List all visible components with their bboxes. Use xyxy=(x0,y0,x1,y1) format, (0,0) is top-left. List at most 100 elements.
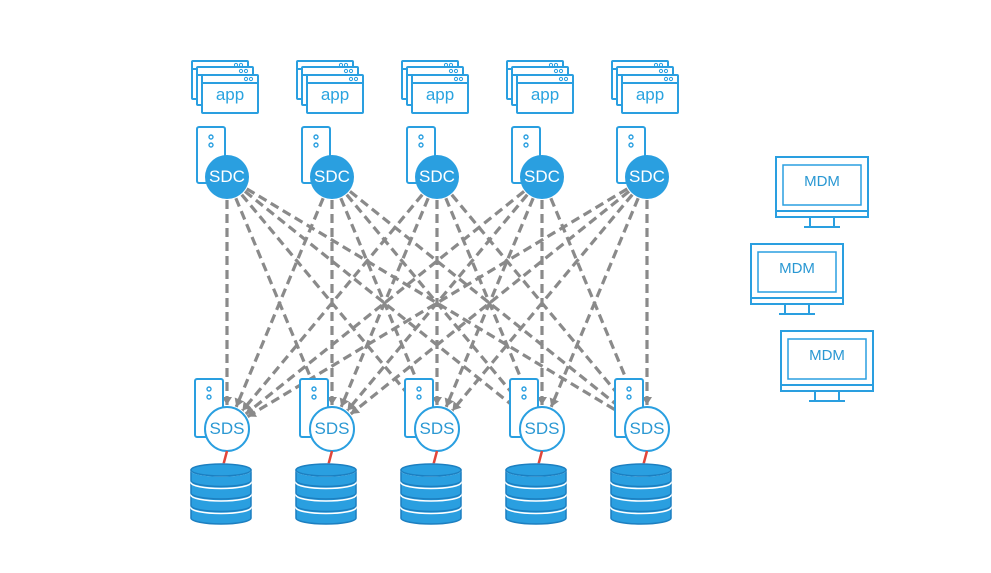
app-window-frame xyxy=(516,74,574,114)
arrowhead xyxy=(444,397,454,407)
arrowhead xyxy=(350,405,361,415)
column-2 xyxy=(295,60,364,525)
window-dot xyxy=(343,68,349,74)
window-dot xyxy=(248,76,254,82)
connection-line xyxy=(349,190,631,416)
window-dot xyxy=(663,68,669,74)
server-led xyxy=(313,134,319,140)
arrowhead xyxy=(339,397,349,407)
disk-top xyxy=(190,463,252,477)
monitor-screen xyxy=(782,164,862,206)
connection-line xyxy=(339,197,430,408)
app-window-frame xyxy=(411,74,469,114)
app-window-frame xyxy=(201,74,259,114)
server-led xyxy=(523,142,529,148)
sds-node-circle xyxy=(309,406,355,452)
server-led xyxy=(311,386,317,392)
storage-disk-icon xyxy=(505,463,567,525)
window-dot xyxy=(458,76,464,82)
mdm-monitor-icon xyxy=(775,156,869,228)
arrowhead xyxy=(549,397,559,407)
connection-line xyxy=(549,197,640,408)
server-led xyxy=(628,134,634,140)
server-led xyxy=(208,142,214,148)
sds-node-circle xyxy=(624,406,670,452)
column-3 xyxy=(400,60,469,525)
window-dot xyxy=(453,68,459,74)
connection-lines xyxy=(222,187,652,419)
window-dot xyxy=(658,68,664,74)
connection-line xyxy=(241,193,424,412)
sdc-node-circle xyxy=(205,155,249,199)
monitor-stand xyxy=(809,216,835,228)
window-dot xyxy=(563,76,569,82)
column-5 xyxy=(610,60,679,525)
sdc-node-circle xyxy=(415,155,459,199)
server-led xyxy=(626,386,632,392)
window-dot xyxy=(243,68,249,74)
sdc-node-circle xyxy=(310,155,354,199)
window-dot xyxy=(448,68,454,74)
arrowhead xyxy=(222,397,232,405)
sds-node-circle xyxy=(519,406,565,452)
connection-line xyxy=(444,197,535,408)
server-led xyxy=(416,394,422,400)
column-4 xyxy=(505,60,574,525)
server-led xyxy=(208,134,214,140)
server-led xyxy=(311,394,317,400)
sdc-node-circle xyxy=(520,155,564,199)
server-led xyxy=(416,386,422,392)
server-led xyxy=(418,134,424,140)
server-led xyxy=(313,142,319,148)
monitor-screen xyxy=(757,251,837,293)
server-led xyxy=(418,142,424,148)
connection-line xyxy=(243,190,525,416)
window-dot xyxy=(348,76,354,82)
storage-disk-icon xyxy=(610,463,672,525)
window-dot xyxy=(663,76,669,82)
window-dot xyxy=(238,68,244,74)
monitor-screen xyxy=(787,338,867,380)
disk-top xyxy=(400,463,462,477)
arrowhead xyxy=(327,397,337,405)
server-led xyxy=(521,394,527,400)
arrowhead xyxy=(432,397,442,405)
window-dot xyxy=(668,76,674,82)
server-led xyxy=(523,134,529,140)
server-led xyxy=(626,394,632,400)
monitor-stand xyxy=(784,303,810,315)
arrowhead xyxy=(234,397,244,407)
sdc-node-circle xyxy=(625,155,669,199)
arrowhead xyxy=(247,408,258,417)
window-dot xyxy=(558,68,564,74)
disk-top xyxy=(505,463,567,477)
connection-line xyxy=(451,193,634,412)
monitor-stand xyxy=(814,390,840,402)
arrowhead xyxy=(537,397,547,405)
window-dot xyxy=(243,76,249,82)
server-led xyxy=(521,386,527,392)
sds-node-circle xyxy=(414,406,460,452)
window-dot xyxy=(553,68,559,74)
server-led xyxy=(628,142,634,148)
arrowhead xyxy=(452,401,462,411)
storage-disk-icon xyxy=(295,463,357,525)
window-dot xyxy=(558,76,564,82)
storage-disk-icon xyxy=(400,463,462,525)
connection-line xyxy=(234,197,325,408)
app-window-frame xyxy=(306,74,364,114)
window-dot xyxy=(453,76,459,82)
window-dot xyxy=(353,76,359,82)
connection-line xyxy=(244,190,526,416)
arrowhead xyxy=(642,397,652,405)
window-dot xyxy=(348,68,354,74)
mdm-monitor-icon xyxy=(750,243,844,315)
disk-top xyxy=(295,463,357,477)
mdm-monitor-icon xyxy=(780,330,874,402)
sds-node-circle xyxy=(204,406,250,452)
app-window-frame xyxy=(621,74,679,114)
server-led xyxy=(206,394,212,400)
column-1 xyxy=(190,60,259,525)
